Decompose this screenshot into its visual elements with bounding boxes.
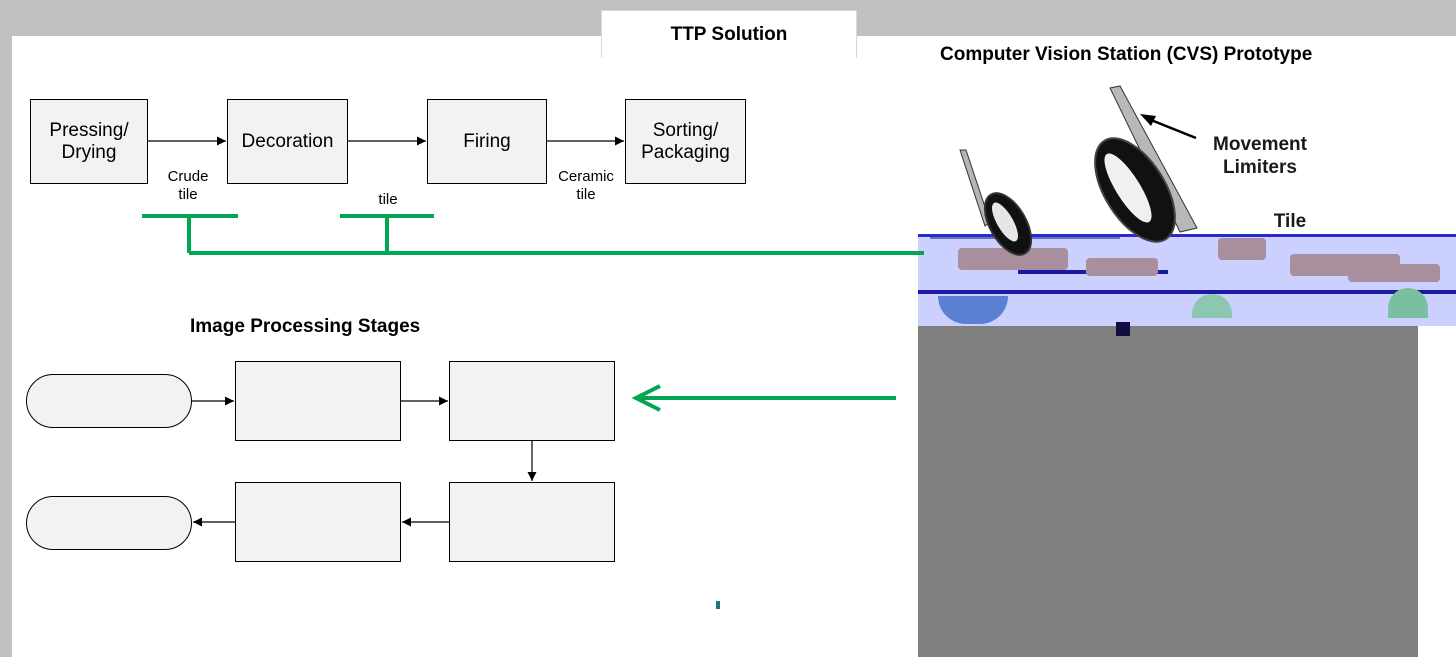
label-movement-limiters: Movement Limiters [1213, 134, 1307, 178]
label-crude-tile: Crude tile [167, 168, 209, 203]
cvs-prototype-drawing [959, 85, 1198, 256]
cvs-prototype-title: Computer Vision Station (CVS) Prototype [940, 44, 1313, 65]
slide-title: TTP Solution [601, 10, 857, 58]
green-sampling-connector [142, 214, 924, 255]
stage-decoration: Decoration [227, 99, 348, 184]
label-ceramic-tile: Ceramic tile [558, 168, 614, 203]
teal-marker [716, 601, 720, 609]
label-tile: tile [378, 191, 398, 208]
stage-pressing-drying: Pressing/ Drying [30, 99, 148, 184]
label-tile-partial: Tile [1273, 211, 1307, 232]
dark-square-marker [1116, 322, 1130, 336]
flow-block-2 [449, 361, 615, 441]
stage-firing: Firing [427, 99, 547, 184]
green-feed-arrow [631, 384, 896, 412]
flow-start-terminator [26, 374, 192, 428]
flow-end-terminator [26, 496, 192, 550]
flow-block-1 [235, 361, 401, 441]
flow-block-4 [235, 482, 401, 562]
flow-block-3 [449, 482, 615, 562]
stage-sorting-packaging: Sorting/ Packaging [625, 99, 746, 184]
image-processing-heading: Image Processing Stages [190, 316, 421, 337]
